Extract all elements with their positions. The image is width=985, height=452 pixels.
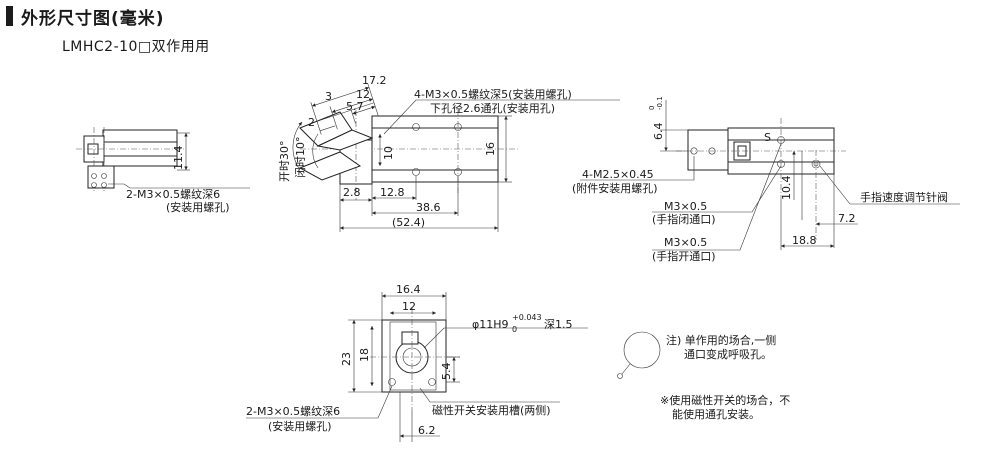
- dim-side-2: 2: [308, 116, 315, 129]
- front-view-body: [102, 129, 178, 167]
- note2-line1: ※使用磁性开关的场合，不: [660, 393, 790, 407]
- note1-line2: 通口变成呼吸孔。: [684, 347, 772, 361]
- dim-side-12: 12: [356, 88, 370, 101]
- switch-groove: 磁性开关安装用槽(两侧): [432, 403, 551, 417]
- dim-side-52-4: (52.4): [392, 216, 425, 229]
- right-view: S 6.4 0 -0.1 10.4 7.2 18.8 4-M2.5×0.45 (…: [572, 96, 960, 263]
- note-m25: 4-M2.5×0.45: [582, 168, 654, 181]
- tol-bottom: -0.1: [656, 96, 664, 110]
- dim-side-3: 3: [325, 90, 332, 103]
- dim-side-12-8: 12.8: [380, 186, 405, 199]
- bore-prefix: φ11H9: [472, 318, 509, 331]
- side-lower-finger: [298, 151, 362, 181]
- dim-bottom-18: 18: [358, 348, 371, 362]
- dim-side-16: 16: [484, 142, 497, 156]
- note1-line1: 注) 单作用的场合,一侧: [666, 333, 776, 347]
- bottom-thread-note: 2-M3×0.5螺纹深6: [246, 404, 340, 418]
- dim-bottom-5-4: 5.4: [440, 363, 453, 381]
- note-m3-close: M3×0.5: [664, 200, 707, 213]
- header-bar: [6, 6, 13, 26]
- needle-valve: 手指速度调节针阀: [860, 190, 948, 204]
- bore-depth: 深1.5: [544, 318, 573, 331]
- port-symbol: [623, 331, 661, 369]
- note2-line2: 能使用通孔安装。: [672, 407, 760, 421]
- bottom-view: 16.4 12 23 18 5.4 6.2 φ11H9 +0.043 0 深1.…: [246, 283, 588, 442]
- bottom-thread-note-sub: (安装用螺孔): [268, 419, 332, 433]
- note-m25-sub: (附件安装用螺孔): [572, 181, 658, 195]
- bore-tol-top: +0.043: [512, 313, 542, 322]
- dim-side-38-6: 38.6: [416, 201, 441, 214]
- note-m3-open: M3×0.5: [664, 236, 707, 249]
- dim-front-11-4: 11.4: [172, 146, 185, 171]
- dim-right-18-8: 18.8: [792, 234, 817, 247]
- note-m3-open-sub: (手指开通口): [652, 249, 716, 263]
- section-header: 外形尺寸图(毫米): [6, 4, 165, 29]
- front-thread-note-sub: (安装用螺孔): [166, 200, 230, 214]
- front-view: 11.4 2-M3×0.5螺纹深6 (安装用螺孔): [76, 127, 250, 214]
- dim-bottom-23: 23: [340, 352, 353, 366]
- section-title: 外形尺寸图(毫米): [21, 8, 165, 29]
- side-view: 17.2 12 3 5.7 2 开时30° 闭时10° 10 16 2.8 12…: [278, 74, 620, 232]
- note-m3-close-sub: (手指闭通口): [652, 212, 716, 226]
- side-note-top: 4-M3×0.5螺纹深5(安装用螺孔): [414, 87, 572, 101]
- dim-right-10-4: 10.4: [780, 176, 793, 201]
- dim-right-7-2: 7.2: [838, 212, 856, 225]
- tol-top: 0: [648, 106, 656, 110]
- angle-close: 闭时10°: [294, 137, 307, 179]
- dim-bottom-6-2: 6.2: [418, 424, 436, 437]
- dim-side-5-7: 5.7: [346, 100, 364, 113]
- dim-side-17-2: 17.2: [362, 74, 387, 87]
- model-label: LMHC2-10□双作用用: [62, 39, 210, 55]
- dim-bottom-16-4: 16.4: [396, 283, 421, 296]
- dim-bottom-12: 12: [402, 300, 416, 313]
- bore-tol-bottom: 0: [512, 325, 517, 334]
- front-thread-note: 2-M3×0.5螺纹深6: [126, 187, 220, 201]
- angle-open: 开时30°: [278, 141, 291, 183]
- dim-right-6-4: 6.4: [652, 123, 665, 141]
- side-note-bottom: 下孔径2.6通孔(安装用孔): [430, 101, 555, 115]
- mark-s: S: [764, 131, 771, 144]
- notes: 注) 单作用的场合,一侧 通口变成呼吸孔。 ※使用磁性开关的场合，不 能使用通孔…: [617, 331, 790, 421]
- dim-side-10: 10: [382, 146, 395, 160]
- dim-side-2-8: 2.8: [343, 186, 361, 199]
